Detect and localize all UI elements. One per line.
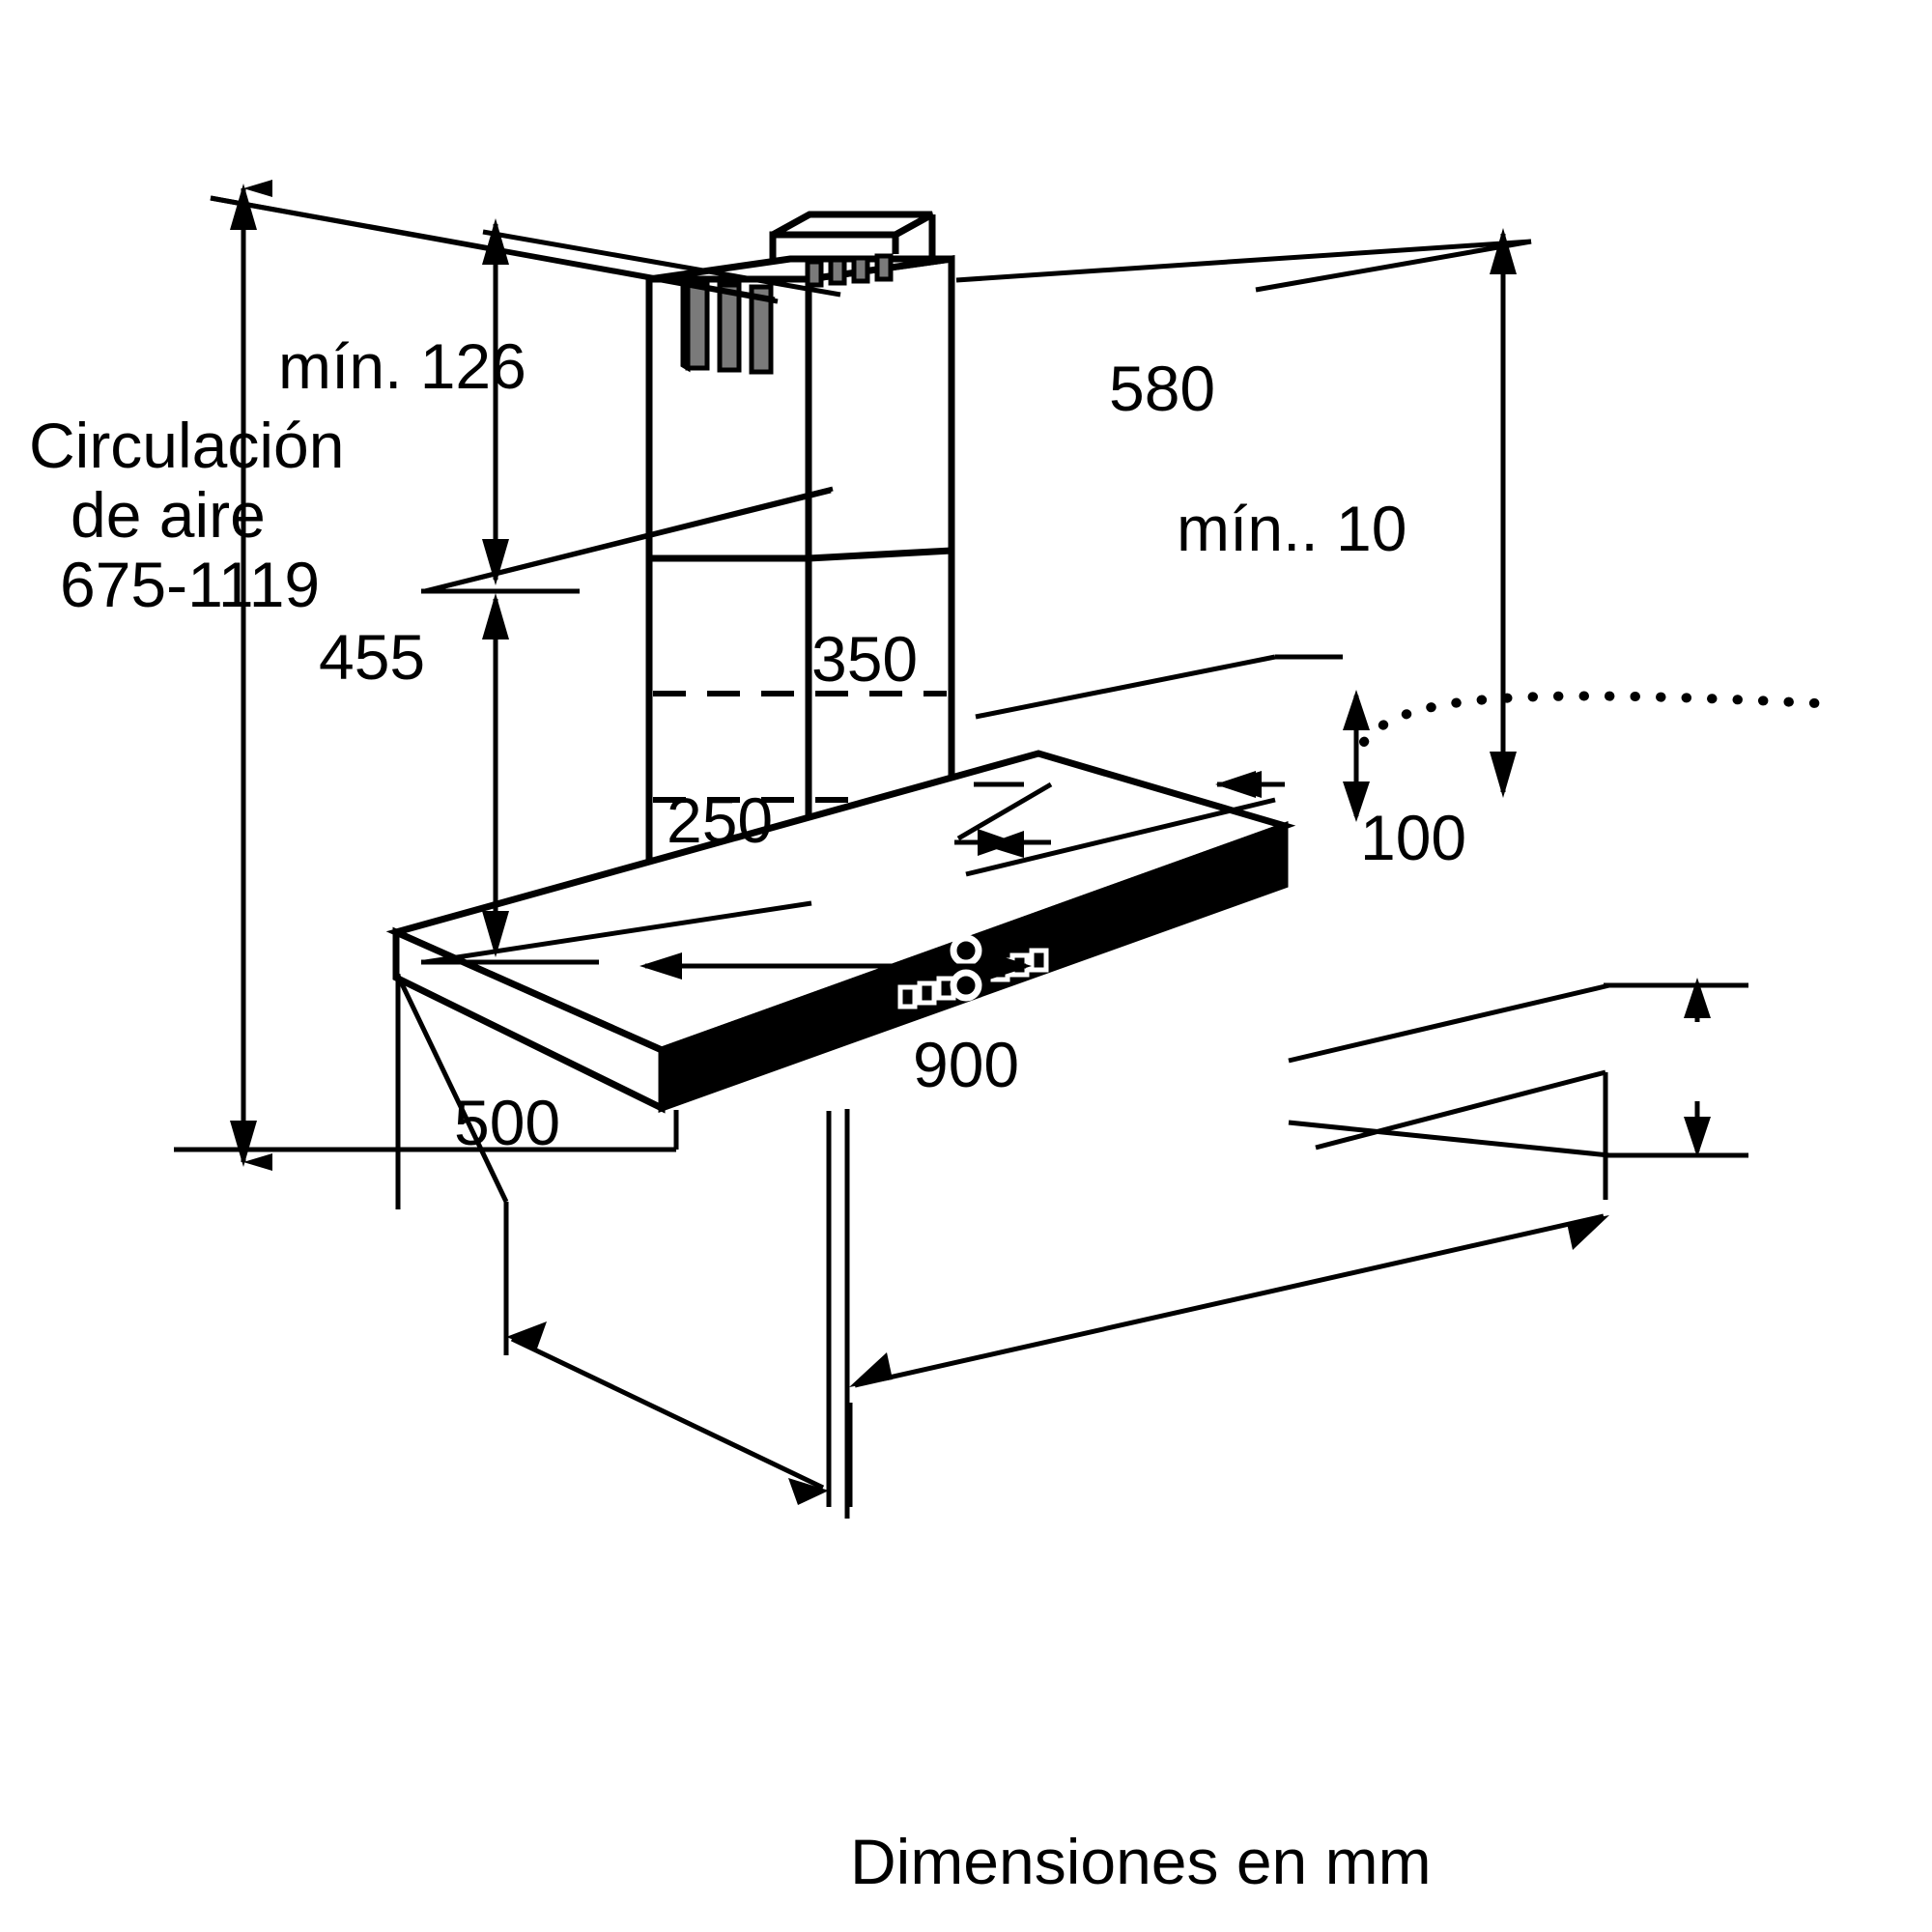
dim-500 <box>395 974 832 1507</box>
label-455: 455 <box>319 621 425 693</box>
label-580: 580 <box>1109 353 1215 424</box>
corner-extension-lines <box>395 974 850 1519</box>
label-100: 100 <box>1360 802 1466 873</box>
label-min-126: mín. 126 <box>278 330 526 402</box>
label-airflow-line2: de aire <box>71 479 266 551</box>
label-500: 500 <box>454 1087 560 1158</box>
dim-455 <box>424 486 834 965</box>
chimney-lower-section <box>649 547 952 562</box>
speed-buttons-left <box>897 976 956 1009</box>
label-250: 250 <box>667 784 773 856</box>
label-900: 900 <box>913 1029 1019 1100</box>
chimney-vent-slots-top <box>805 253 894 288</box>
label-min-10: mín.. 10 <box>1177 493 1406 564</box>
label-airflow-line1: Circulación <box>29 410 344 481</box>
dim-ticks-left <box>421 588 599 965</box>
label-airflow-line3: 675-1119 <box>60 549 320 620</box>
power-icon <box>950 934 982 967</box>
chimney-vent-slots-front <box>680 277 774 375</box>
dim-250 <box>639 952 1032 980</box>
label-350: 350 <box>811 623 918 695</box>
caption-dimensions-mm: Dimensiones en mm <box>850 1826 1432 1897</box>
dim-900 <box>847 1069 1609 1507</box>
chimney-upper <box>645 211 955 905</box>
dim-350-chimney-arrow <box>1215 771 1285 798</box>
dim-100 <box>1288 978 1748 1158</box>
